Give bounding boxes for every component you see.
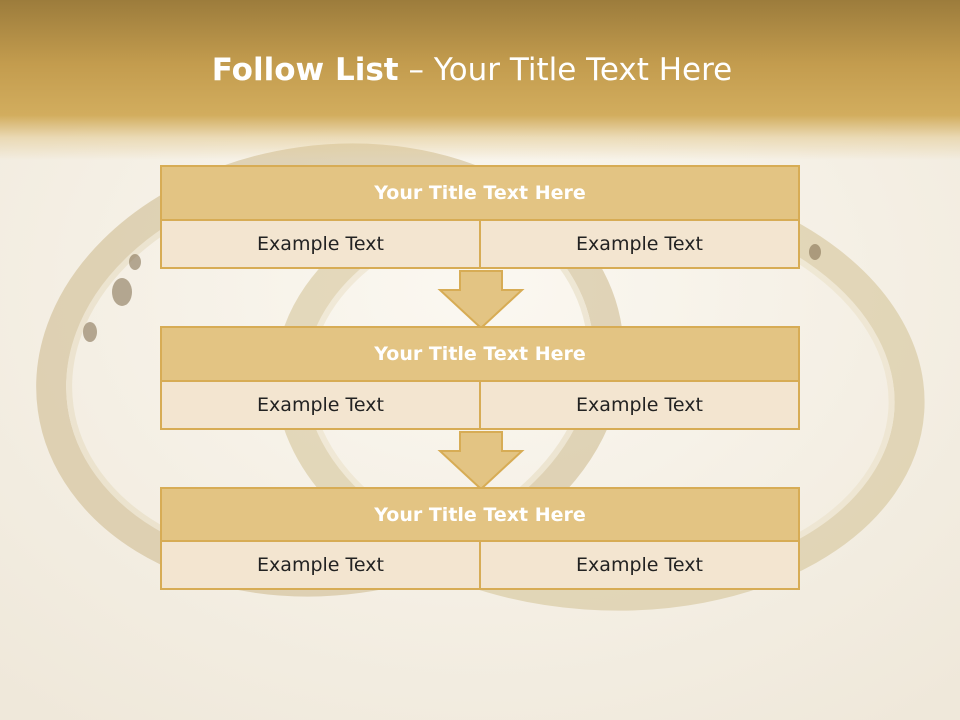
- slide-title: Follow List – Your Title Text Here: [0, 52, 944, 88]
- down-arrow-icon: [437, 270, 525, 330]
- block-cell-left: Example Text: [160, 382, 481, 430]
- slide-title-rest: – Your Title Text Here: [398, 52, 733, 88]
- block-cell-left: Example Text: [160, 221, 481, 269]
- block-title: Your Title Text Here: [160, 487, 800, 542]
- block-row: Example Text Example Text: [160, 221, 800, 269]
- block-cell-right: Example Text: [481, 221, 800, 269]
- list-block-3: Your Title Text Here Example Text Exampl…: [160, 487, 800, 590]
- block-cell-left: Example Text: [160, 542, 481, 590]
- down-arrow-icon: [437, 431, 525, 491]
- block-title: Your Title Text Here: [160, 165, 800, 221]
- block-cell-right: Example Text: [481, 382, 800, 430]
- list-block-2: Your Title Text Here Example Text Exampl…: [160, 326, 800, 430]
- list-block-1: Your Title Text Here Example Text Exampl…: [160, 165, 800, 269]
- block-title: Your Title Text Here: [160, 326, 800, 382]
- header-band: [0, 0, 960, 160]
- block-row: Example Text Example Text: [160, 542, 800, 590]
- block-row: Example Text Example Text: [160, 382, 800, 430]
- slide-title-bold: Follow List: [211, 52, 399, 88]
- block-cell-right: Example Text: [481, 542, 800, 590]
